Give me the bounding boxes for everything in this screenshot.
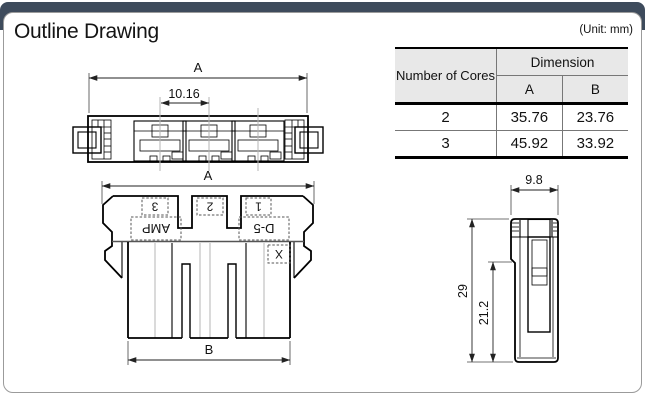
front-view-markings: 3 2 1 AMP D-5 X — [130, 197, 291, 264]
top-view-dim-pitch: 10.16 — [160, 87, 210, 106]
front-view-left-wing — [102, 195, 123, 279]
top-view-centerlines — [159, 97, 259, 171]
front-view: 3 2 1 AMP D-5 X A — [101, 168, 315, 365]
front-view-legs — [127, 242, 291, 339]
front-view-flange — [113, 195, 303, 229]
side-view-height-label: 29 — [456, 284, 470, 298]
col-b-header: B — [561, 75, 628, 105]
side-view: 9.8 29 21.2 — [456, 173, 559, 363]
side-view-body — [510, 218, 559, 363]
marking-part: D-5 — [254, 221, 275, 236]
page-title: Outline Drawing — [14, 20, 159, 43]
top-view-dim-a-label: A — [194, 60, 203, 75]
top-view-pitch-label: 10.16 — [168, 87, 199, 101]
side-view-dim-inner-height: 21.2 — [477, 261, 512, 363]
cell-dim-a: 35.76 — [496, 103, 563, 131]
unit-note: (Unit: mm) — [579, 24, 633, 36]
cell-dim-b: 33.92 — [561, 130, 628, 158]
cell-cores: 2 — [395, 103, 497, 131]
front-view-dim-a-label: A — [204, 168, 213, 183]
side-view-width-label: 9.8 — [525, 173, 542, 187]
marking-x: X — [275, 247, 283, 261]
side-view-inner-height-label: 21.2 — [477, 301, 491, 325]
cell-dim-a: 45.92 — [496, 130, 563, 158]
top-view-right-comb — [284, 119, 305, 160]
cell-dim-b: 23.76 — [561, 103, 628, 131]
top-view: A 10.16 — [72, 60, 324, 171]
top-view-dim-a: A — [88, 60, 308, 113]
cell-cores: 3 — [395, 130, 497, 158]
cores-column-header: Number of Cores — [395, 48, 497, 105]
side-view-dim-width: 9.8 — [510, 173, 559, 215]
side-view-latch-channel — [527, 236, 551, 333]
top-view-body — [87, 115, 309, 163]
top-view-left-latch — [72, 126, 102, 154]
table-row: 3 45.92 33.92 — [395, 130, 628, 158]
marking-brand: AMP — [142, 221, 170, 236]
side-view-dim-height: 29 — [456, 218, 513, 363]
side-view-latch — [531, 239, 548, 286]
front-view-dim-b: B — [127, 341, 291, 365]
cavity-number-2: 2 — [206, 200, 213, 214]
table-row: 2 35.76 23.76 — [395, 103, 628, 131]
top-view-right-latch — [294, 126, 324, 154]
front-view-dim-b-label: B — [205, 342, 214, 357]
top-view-left-comb — [91, 119, 112, 160]
cavity-number-3: 3 — [151, 200, 158, 214]
dimension-table: Number of Cores Dimension A B 2 35.76 23… — [395, 47, 628, 159]
front-view-right-wing — [293, 195, 314, 279]
side-view-hatch — [512, 222, 557, 232]
cavity-number-1: 1 — [255, 200, 262, 214]
front-view-dim-a: A — [101, 168, 315, 204]
dimension-group-header: Dimension — [496, 48, 628, 76]
col-a-header: A — [496, 75, 563, 105]
